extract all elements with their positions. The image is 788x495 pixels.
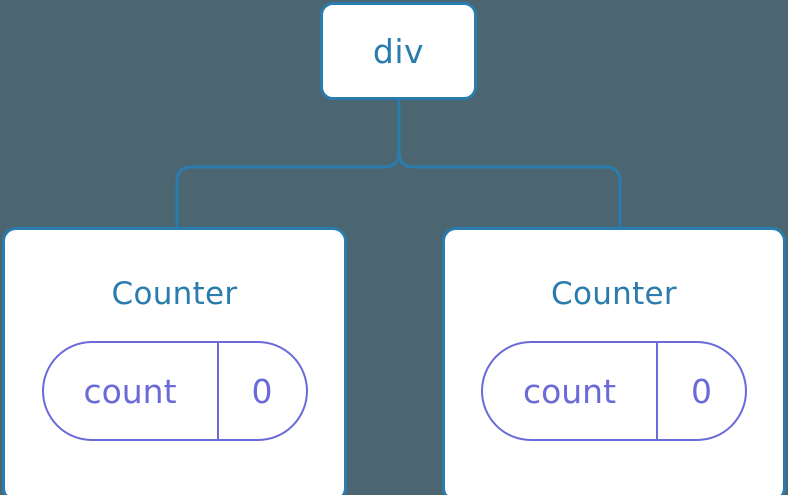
state-key-label: count: [522, 371, 617, 411]
component-title: Counter: [111, 276, 238, 312]
state-value-label: 0: [251, 371, 273, 411]
connector-root-stem-right: [397, 151, 415, 169]
state-pill[interactable]: count 0: [41, 341, 308, 441]
state-pill[interactable]: count 0: [481, 341, 747, 441]
state-key-cell: count: [483, 343, 658, 439]
state-key-label: count: [83, 371, 177, 411]
component-card-counter-left[interactable]: Counter count 0: [2, 227, 347, 495]
connector-branch-right: [414, 165, 622, 227]
state-value-cell: 0: [219, 343, 306, 439]
connector-root-stem: [383, 100, 401, 169]
state-value-label: 0: [691, 371, 712, 411]
root-node-label: div: [372, 31, 425, 71]
state-key-cell: count: [44, 343, 219, 439]
component-card-counter-right[interactable]: Counter count 0: [442, 227, 786, 495]
connector-branch-left: [175, 165, 384, 227]
state-value-cell: 0: [658, 343, 745, 439]
component-title: Counter: [551, 276, 677, 312]
root-node-div[interactable]: div: [320, 2, 477, 100]
